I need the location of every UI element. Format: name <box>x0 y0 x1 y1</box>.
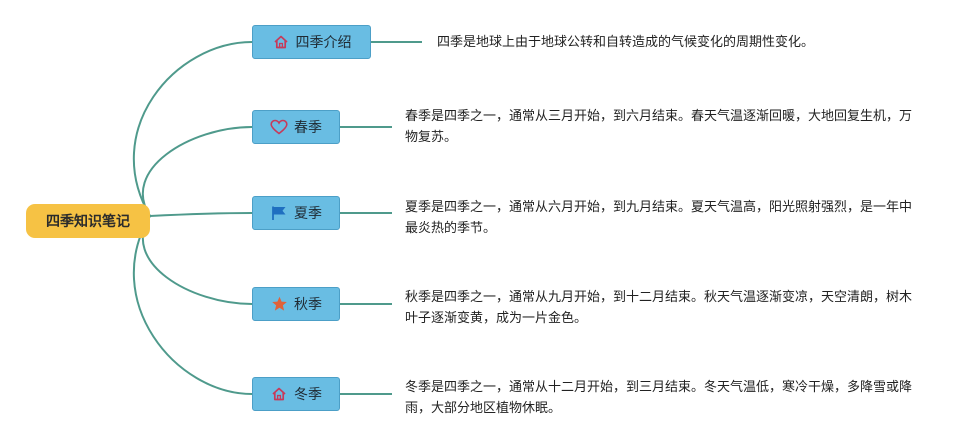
connector-root-to-spring <box>142 126 253 217</box>
connector-root-to-intro <box>132 41 253 217</box>
root-topic-label: 四季知识笔记 <box>46 214 130 230</box>
note-summer: 夏季是四季之一，通常从六月开始，到九月结束。夏天气温高，阳光照射强烈，是一年中最… <box>405 200 913 236</box>
topic-winter[interactable]: 冬季 <box>252 377 340 411</box>
topic-summer-label: 夏季 <box>294 206 322 222</box>
topic-spring-label: 春季 <box>294 120 322 136</box>
topic-autumn[interactable]: 秋季 <box>252 287 340 321</box>
note-spring: 春季是四季之一，通常从三月开始，到六月结束。春天气温逐渐回暖，大地回复生机，万物… <box>405 109 913 145</box>
root-topic[interactable]: 四季知识笔记 <box>26 204 150 238</box>
home-icon <box>270 385 288 403</box>
star-icon <box>270 295 288 313</box>
flag-icon <box>270 204 288 222</box>
note-winter: 冬季是四季之一，通常从十二月开始，到三月结束。冬天气温低，寒冷干燥，多降雪或降雨… <box>405 380 913 416</box>
topic-intro[interactable]: 四季介绍 <box>252 25 371 59</box>
note-autumn: 秋季是四季之一，通常从九月开始，到十二月结束。秋天气温逐渐变凉，天空清朗，树木叶… <box>405 290 913 326</box>
note-intro: 四季是地球上由于地球公转和自转造成的气候变化的周期性变化。 <box>437 35 815 50</box>
topic-spring[interactable]: 春季 <box>252 110 340 144</box>
connector-root-to-autumn <box>142 215 253 305</box>
home-icon <box>272 33 290 51</box>
topic-intro-label: 四季介绍 <box>295 35 352 51</box>
connector-root-to-summer <box>149 212 253 217</box>
topic-autumn-label: 秋季 <box>294 297 322 313</box>
heart-icon <box>270 118 288 136</box>
topic-winter-label: 冬季 <box>294 387 322 403</box>
connector-root-to-winter <box>132 215 253 395</box>
topic-summer[interactable]: 夏季 <box>252 196 340 230</box>
